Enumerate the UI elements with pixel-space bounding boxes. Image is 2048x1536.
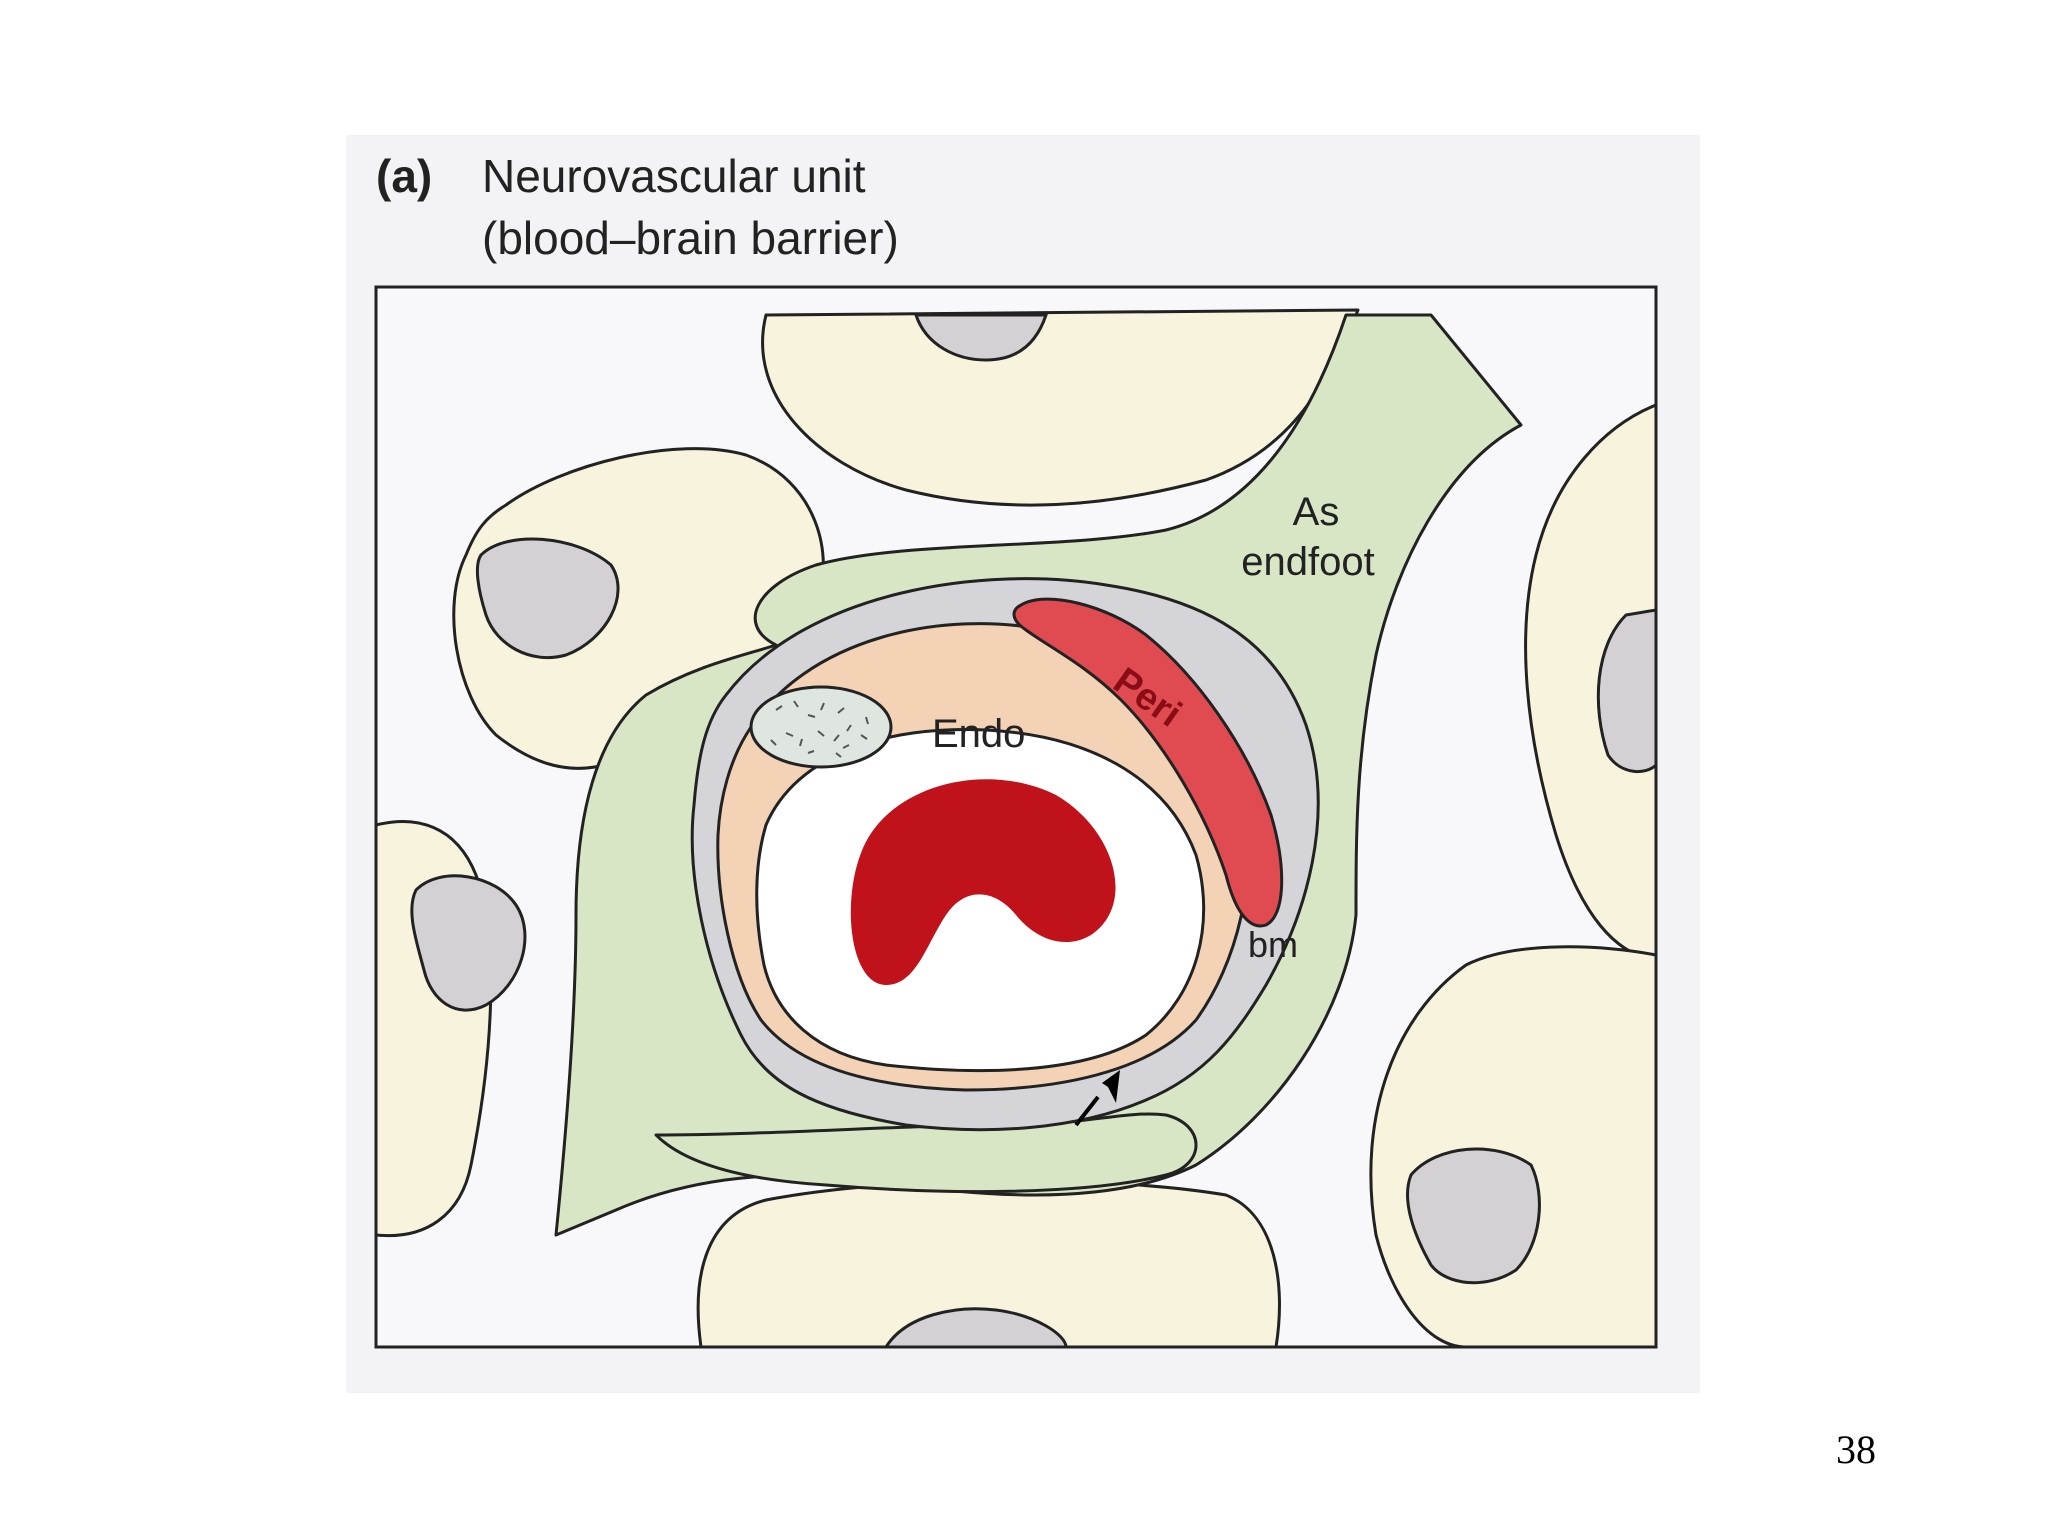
neuron-top bbox=[761, 308, 1360, 507]
pericyte bbox=[1012, 597, 1284, 928]
capillary-lumen bbox=[755, 727, 1206, 1073]
neuron-nucleus-top bbox=[913, 313, 1049, 362]
figure-panel: (a) Neurovascular unit (blood–brain barr… bbox=[346, 135, 1700, 1393]
red-blood-cell bbox=[850, 779, 1116, 985]
neuron-nucleus-left bbox=[410, 874, 527, 1012]
neuron-nucleus-bottom bbox=[884, 1307, 1068, 1347]
basement-membrane-label: bm bbox=[1248, 924, 1298, 965]
neuron-right bbox=[1524, 403, 1656, 962]
neuron-nucleus-upper-left bbox=[475, 537, 620, 660]
figure-subtitle: (blood–brain barrier) bbox=[482, 212, 899, 264]
endothelial-nucleus bbox=[749, 685, 893, 769]
neurovascular-unit-diagram: .neuron { fill: #f7f3dc; } A bbox=[374, 285, 1658, 1349]
endfoot-label: endfoot bbox=[1241, 540, 1374, 584]
endothelium-label: Endo bbox=[932, 712, 1025, 756]
astrocyte-label: As bbox=[1293, 490, 1340, 534]
figure-title: Neurovascular unit bbox=[482, 150, 866, 202]
frame-border bbox=[374, 285, 1658, 1349]
tight-junction-marker bbox=[1074, 1070, 1120, 1127]
neuron-nucleus-right bbox=[1596, 608, 1656, 774]
nucleus-chromatin-texture bbox=[770, 700, 869, 758]
panel-letter: (a) bbox=[376, 150, 433, 202]
page-number: 38 bbox=[1836, 1427, 1876, 1472]
neuron-nucleus-lower-right bbox=[1406, 1147, 1541, 1285]
